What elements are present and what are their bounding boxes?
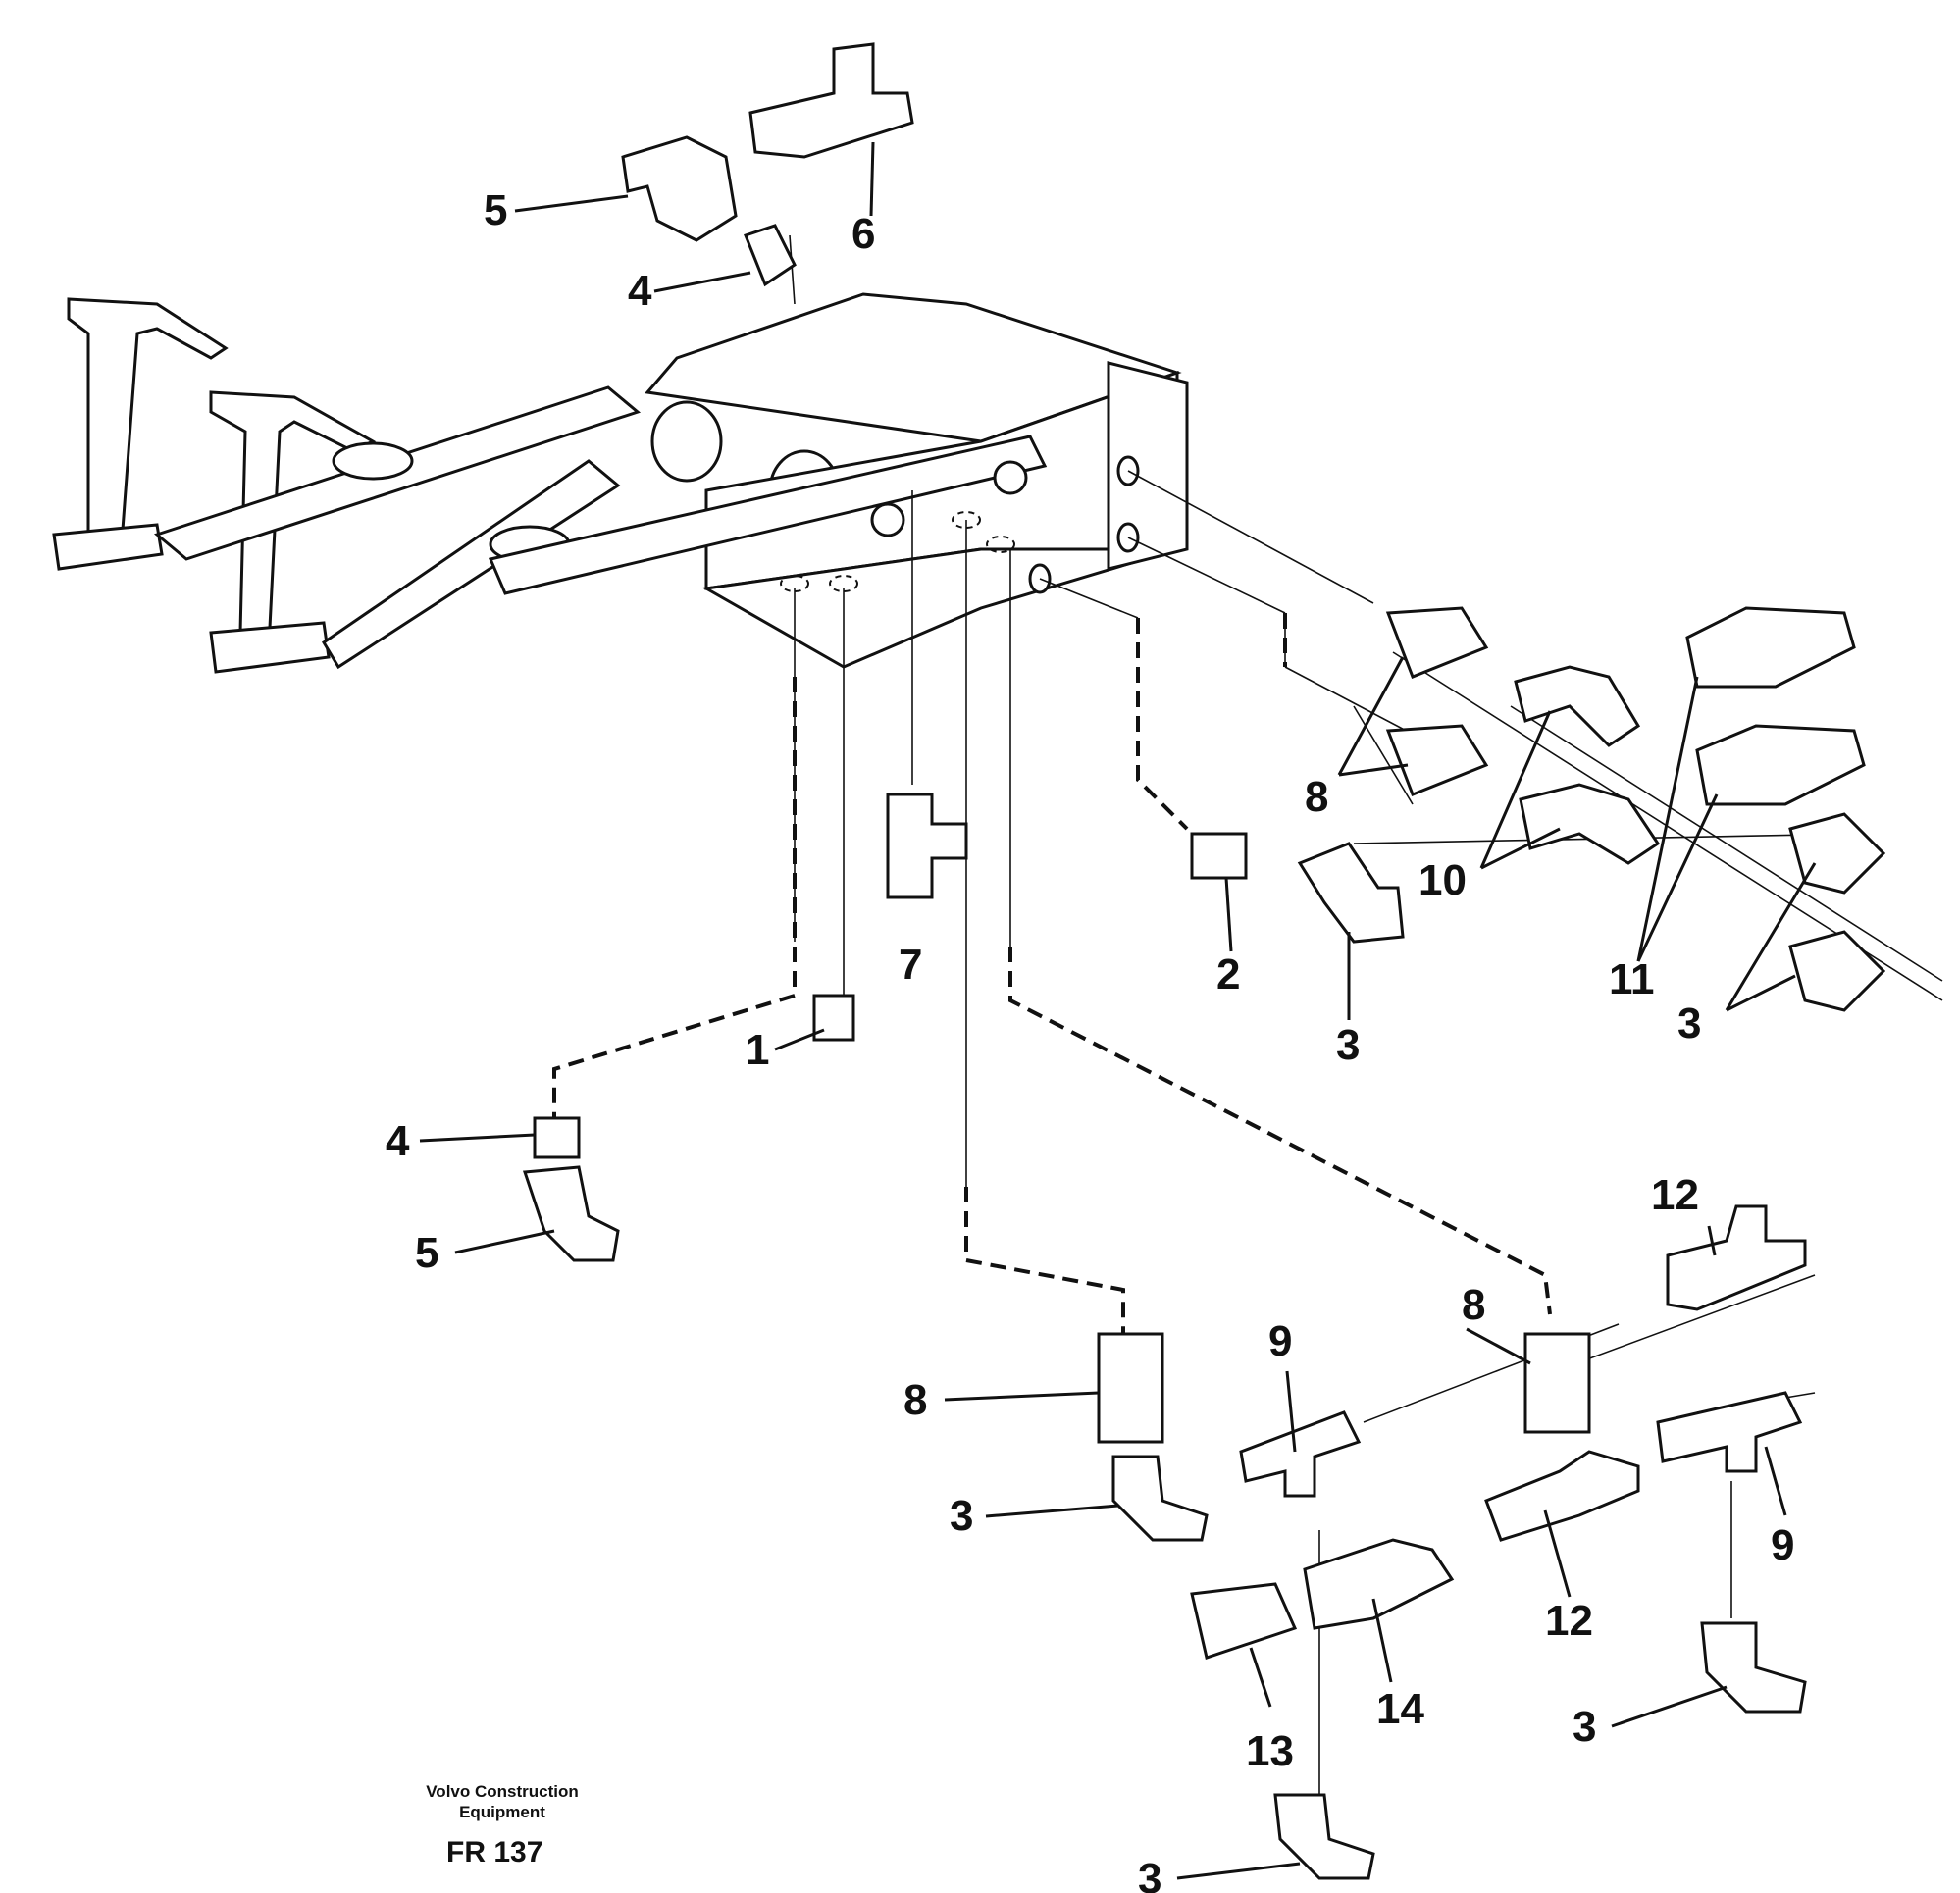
label-13: 13 bbox=[1246, 1727, 1294, 1775]
fitting-8-union-b bbox=[1385, 724, 1489, 796]
bolt-1 bbox=[993, 460, 1028, 495]
fitting-1-plug bbox=[812, 994, 855, 1042]
bolt-2 bbox=[870, 502, 905, 537]
label-10: 10 bbox=[1418, 856, 1467, 904]
fitting-13-sensor bbox=[1190, 1582, 1298, 1660]
label-3-bottom-right: 3 bbox=[1573, 1703, 1596, 1751]
fitting-3-elbow-bottom-left bbox=[1111, 1455, 1209, 1542]
fitting-11-check-valve-a bbox=[1685, 606, 1856, 689]
right-pedal-foot bbox=[209, 621, 331, 674]
label-4-left: 4 bbox=[386, 1117, 410, 1165]
fitting-12-tee-bottom bbox=[1484, 1450, 1640, 1542]
fitting-2-nipple bbox=[1190, 832, 1248, 880]
fitting-3-elbow-bottom-center bbox=[1273, 1793, 1375, 1880]
reference-code: FR 137 bbox=[446, 1836, 542, 1868]
leader-lines bbox=[419, 141, 1817, 1880]
label-11: 11 bbox=[1609, 955, 1655, 1003]
pedal-valve-assembly bbox=[52, 292, 1189, 674]
fitting-8-union-bottom-right bbox=[1523, 1332, 1591, 1434]
label-9-left: 9 bbox=[1268, 1317, 1292, 1365]
label-14: 14 bbox=[1376, 1685, 1424, 1733]
fitting-6-top-tee bbox=[748, 42, 914, 159]
lever-plate bbox=[488, 435, 1048, 595]
connection-lines bbox=[552, 234, 1943, 1795]
fitting-10-tee-a bbox=[1514, 665, 1641, 747]
label-6: 6 bbox=[851, 210, 875, 258]
label-8-right: 8 bbox=[1305, 773, 1328, 821]
left-pedal bbox=[67, 297, 229, 537]
label-7: 7 bbox=[899, 941, 922, 989]
fitting-3-elbow-right-a bbox=[1788, 812, 1886, 895]
left-pedal-foot bbox=[52, 523, 164, 571]
fitting-9-tee-left bbox=[1239, 1410, 1362, 1498]
fitting-3-elbow-mid bbox=[1297, 842, 1405, 944]
label-5-left: 5 bbox=[415, 1229, 438, 1277]
label-3-bottom-left: 3 bbox=[950, 1492, 973, 1540]
hidden-port-2 bbox=[829, 575, 858, 592]
brand-line-1: Volvo Construction bbox=[426, 1782, 579, 1801]
brand-line-2: Equipment bbox=[459, 1803, 545, 1821]
fitting-14-coupling bbox=[1303, 1538, 1455, 1630]
fitting-4-top-nipple bbox=[744, 224, 797, 287]
hidden-port-3 bbox=[952, 511, 981, 529]
hidden-port-4 bbox=[986, 536, 1015, 553]
label-1: 1 bbox=[746, 1026, 769, 1074]
label-3-bottom-center: 3 bbox=[1138, 1855, 1161, 1893]
fitting-5-top-elbow bbox=[621, 135, 738, 242]
fitting-5-elbow-left bbox=[522, 1165, 620, 1262]
fitting-3-elbow-right-b bbox=[1788, 930, 1886, 1012]
fittings bbox=[522, 42, 1886, 1880]
hidden-port-1 bbox=[780, 575, 809, 592]
label-12-bottom: 12 bbox=[1545, 1597, 1593, 1645]
fitting-8-union-bottom-left bbox=[1097, 1332, 1164, 1444]
label-8-bottom-right: 8 bbox=[1462, 1281, 1485, 1329]
fitting-8-union-a bbox=[1385, 606, 1489, 679]
cylinder-1 bbox=[650, 400, 723, 483]
fitting-4-nipple-left bbox=[533, 1116, 581, 1159]
label-5-top: 5 bbox=[484, 186, 507, 234]
right-pedal-arm bbox=[321, 459, 621, 670]
fitting-9-tee-right bbox=[1656, 1391, 1803, 1473]
label-2: 2 bbox=[1216, 950, 1240, 998]
fitting-10-tee-b bbox=[1519, 783, 1661, 865]
label-8-bottom-left: 8 bbox=[903, 1376, 927, 1424]
valve-block-bottom bbox=[701, 547, 1178, 669]
label-12-top: 12 bbox=[1651, 1171, 1699, 1219]
valve-block-side bbox=[1107, 361, 1189, 571]
label-3-right: 3 bbox=[1677, 999, 1701, 1048]
fitting-12-tee-top bbox=[1666, 1204, 1807, 1311]
footer: Volvo Construction Equipment FR 137 bbox=[426, 1782, 579, 1868]
right-pedal bbox=[209, 390, 377, 635]
fitting-11-check-valve-b bbox=[1695, 724, 1866, 806]
fitting-7-tee bbox=[886, 793, 968, 899]
callout-labels: 5 6 4 7 1 2 3 8 10 11 3 4 5 12 8 9 8 3 9… bbox=[386, 186, 1794, 1893]
label-4-top: 4 bbox=[628, 267, 652, 315]
spring-left bbox=[332, 441, 414, 481]
label-3-mid: 3 bbox=[1336, 1021, 1360, 1069]
fitting-3-elbow-bottom-right bbox=[1700, 1621, 1807, 1714]
label-9-right: 9 bbox=[1771, 1521, 1794, 1569]
